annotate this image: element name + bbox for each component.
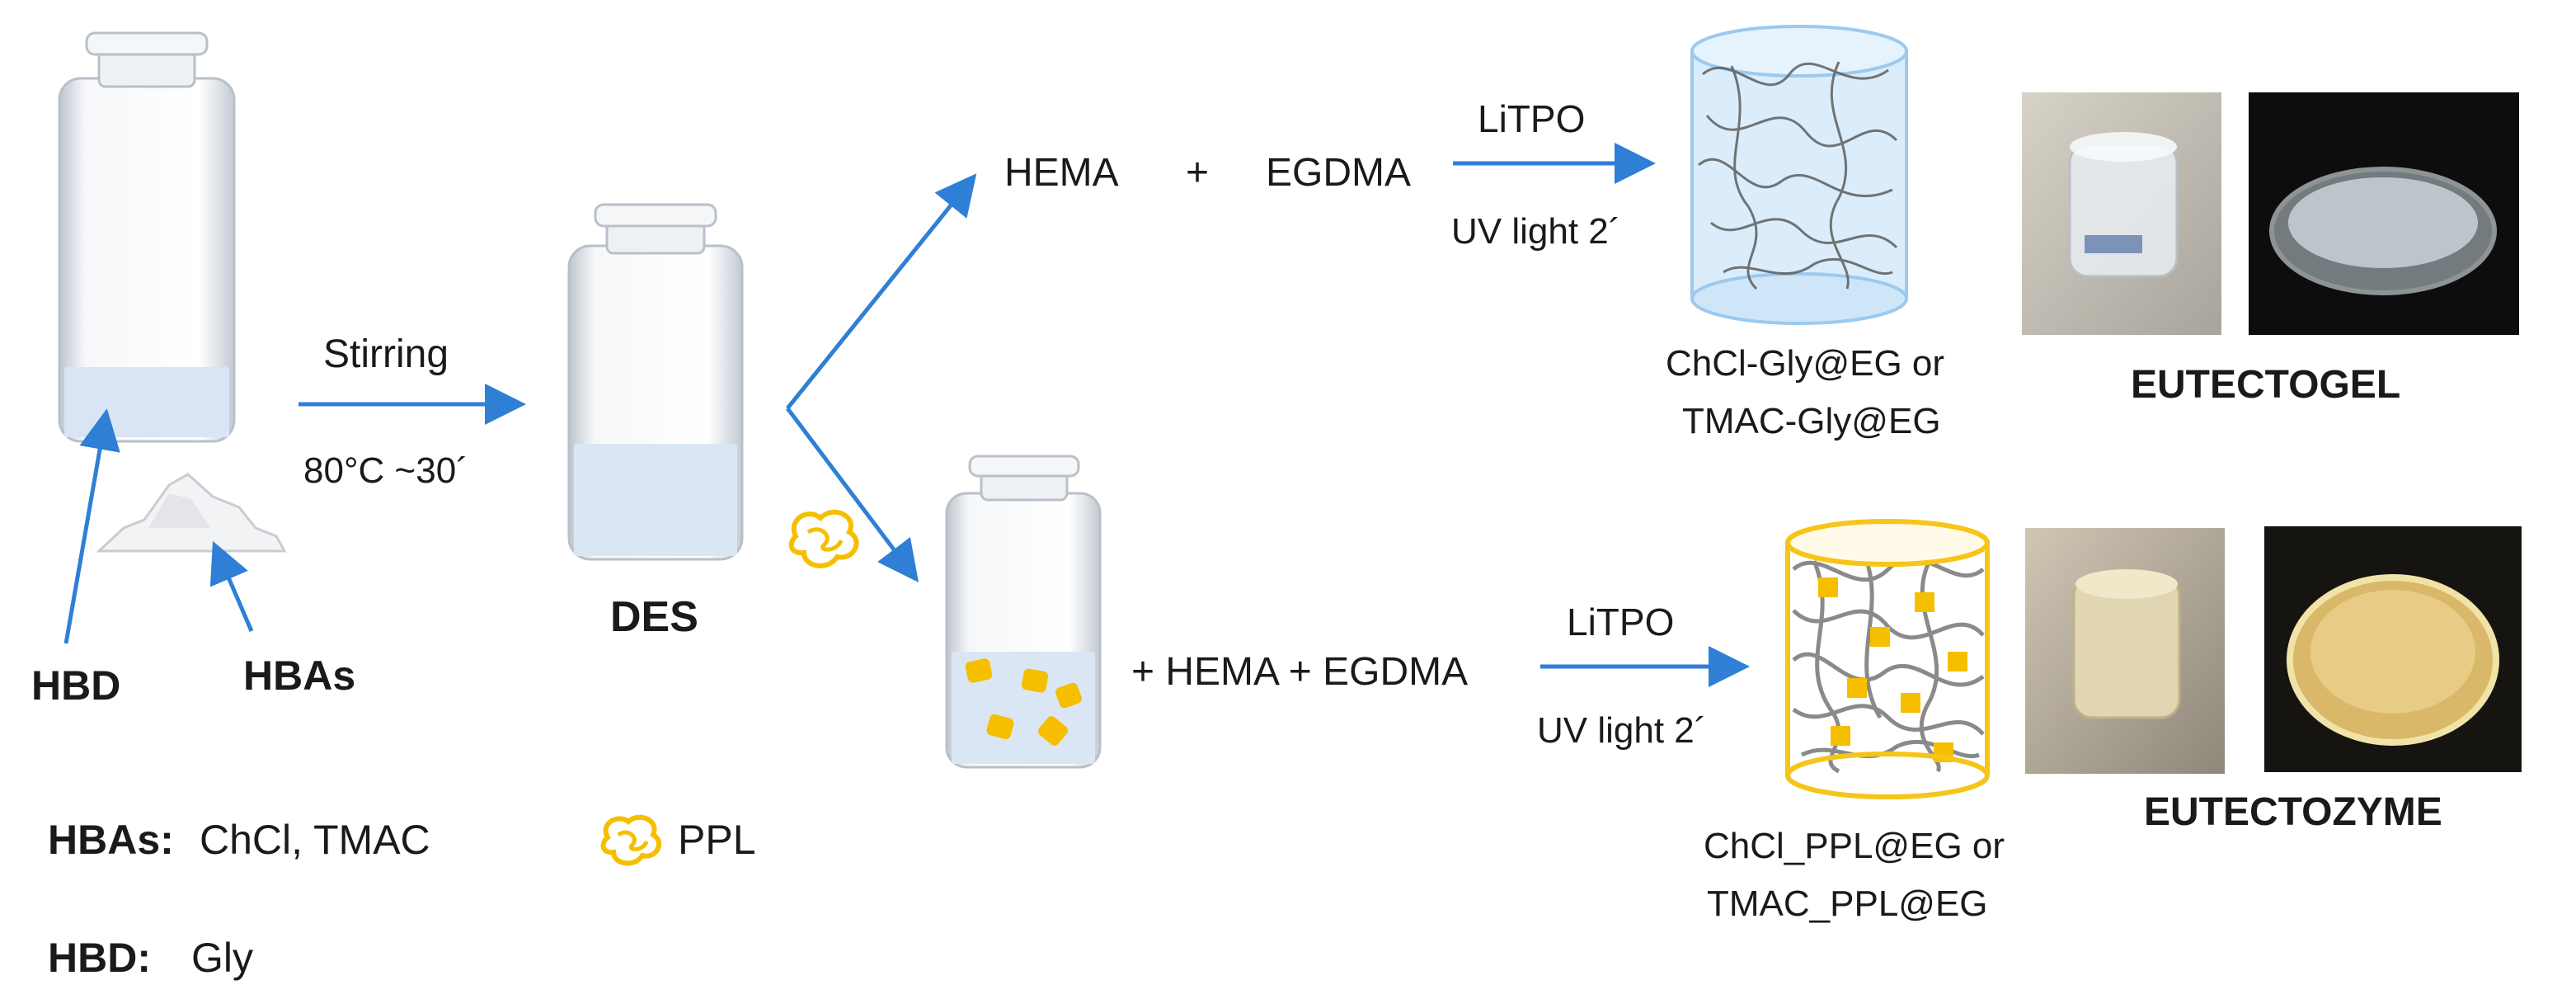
enzyme-polymer-network	[1792, 552, 1985, 774]
label-litpo-top: LiTPO	[1478, 97, 1585, 140]
label-egdma-top: EGDMA	[1266, 151, 1411, 195]
arrow-hbd	[63, 408, 120, 644]
label-eutectozyme-title: EUTECTOZYME	[2144, 790, 2442, 834]
legend-hbd-key: HBD:	[48, 935, 151, 981]
label-des: DES	[610, 593, 698, 641]
arrow-branch-top	[786, 173, 977, 410]
vial-hbd-liquid	[64, 367, 229, 437]
label-eutectogel-line1: ChCl-Gly@EG or	[1666, 343, 1944, 384]
label-stirring: Stirring	[323, 332, 449, 376]
legend-ppl-icon	[600, 814, 661, 866]
legend-hbd-value: Gly	[191, 935, 253, 981]
label-plus-top: +	[1186, 151, 1209, 195]
label-eutectozyme-line2: TMAC_PPL@EG	[1707, 884, 1988, 924]
ppl-particles	[965, 658, 1082, 746]
label-eutectogel-line2: TMAC-Gly@EG	[1682, 401, 1941, 441]
vial-hbd	[58, 31, 236, 443]
photo-eutectozyme-cylinder	[2025, 528, 2225, 774]
label-uv-top: UV light 2´	[1451, 211, 1620, 252]
arrow-branch-bottom	[786, 407, 919, 582]
label-litpo-bottom: LiTPO	[1567, 601, 1674, 643]
ppl-enzyme-icon	[788, 509, 859, 568]
polymer-network	[1698, 61, 1898, 290]
label-conditions: 80°C ~30´	[303, 450, 468, 491]
label-eutectozyme-line1: ChCl_PPL@EG or	[1704, 826, 2005, 866]
label-hema-top: HEMA	[1004, 151, 1119, 195]
photo-eutectozyme-disc	[2264, 526, 2522, 772]
photo-eutectogel-cylinder	[2022, 92, 2221, 335]
label-hbas: HBAs	[243, 653, 355, 699]
label-eutectogel-title: EUTECTOGEL	[2131, 363, 2400, 407]
arrow-hbas	[209, 540, 254, 632]
label-uv-bottom: UV light 2´	[1537, 710, 1706, 751]
vial-des	[567, 203, 744, 561]
vial-des-liquid	[574, 444, 737, 556]
eutectogel-cylinder	[1690, 25, 1908, 325]
label-hema-egdma-bottom: + HEMA + EGDMA	[1131, 650, 1468, 694]
legend-hbas-value: ChCl, TMAC	[200, 817, 430, 863]
photo-eutectogel-disc	[2249, 92, 2519, 335]
legend-ppl-label: PPL	[678, 817, 756, 863]
vial-des-ppl	[945, 455, 1102, 769]
legend: HBAs: ChCl, TMAC PPL HBD: Gly	[48, 814, 756, 981]
legend-hbas-key: HBAs:	[48, 817, 174, 863]
eutectozyme-cylinder	[1785, 519, 1990, 799]
label-hbd: HBD	[31, 662, 120, 709]
